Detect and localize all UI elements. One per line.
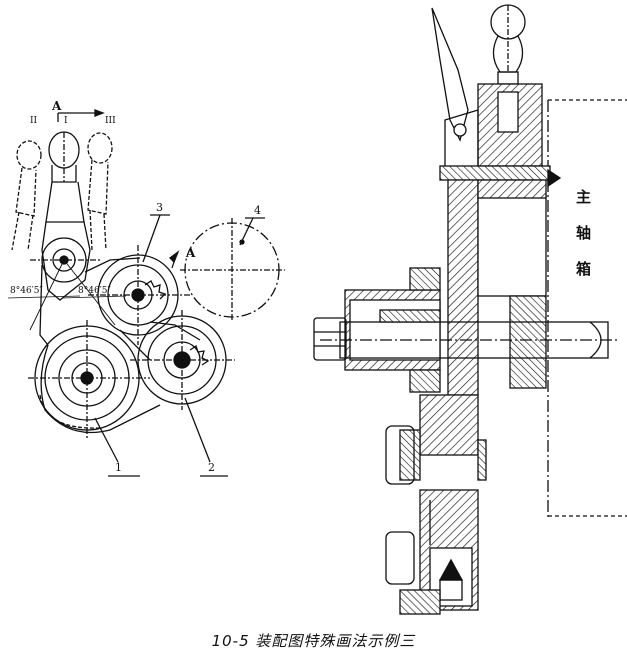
section-marker-label: A [186, 246, 196, 260]
right-view [313, 4, 627, 615]
part-label-1: 1 [115, 461, 122, 474]
drawing-canvas [7, 4, 627, 615]
lever-position-label-1: I [64, 116, 68, 126]
left-view [7, 109, 285, 477]
housing-label-char-1: 主 [576, 188, 592, 206]
housing-label-char-2: 轴 [576, 224, 592, 242]
view-arrow [57, 109, 105, 122]
angle-label-right: 8°46′5″ [78, 286, 111, 296]
angle-label-left: 8°46′5″ [10, 286, 43, 296]
figure-caption: 10-5 装配图特殊画法示例三 [211, 632, 416, 650]
part-label-2: 2 [208, 461, 215, 474]
lever-handles [11, 131, 113, 251]
housing-label-char-3: 箱 [576, 260, 592, 278]
view-marker-label: A [52, 99, 62, 113]
lever-position-label-2: II [30, 116, 38, 126]
part-label-3: 3 [156, 201, 163, 214]
assembly-drawing: A II I III 8°46′5″ 8°46′5″ A 3 4 1 2 主 轴… [7, 4, 627, 615]
lever-position-label-3: III [105, 116, 116, 126]
part-label-4: 4 [254, 204, 261, 217]
